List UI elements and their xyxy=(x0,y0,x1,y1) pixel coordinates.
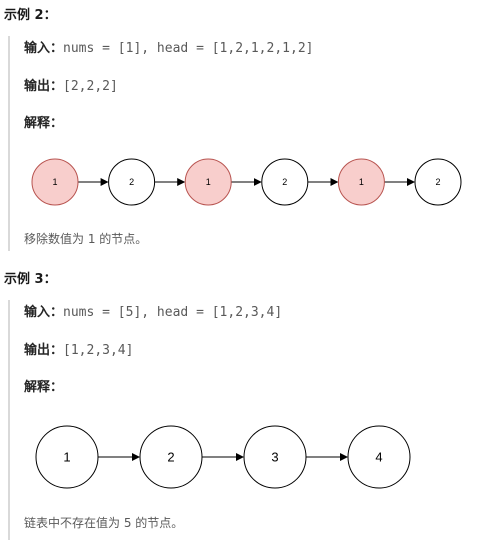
list-node xyxy=(35,425,99,489)
list-node xyxy=(261,158,309,206)
removed-node xyxy=(31,158,79,206)
example-2-explain-label: 解释： xyxy=(24,116,64,131)
output-value: [2,2,2] xyxy=(63,79,118,94)
example-3-title: 示例 3： xyxy=(4,272,57,287)
node-value: 1 xyxy=(359,177,364,187)
node-value: 1 xyxy=(63,450,70,465)
example-2-block: 输入：nums = [1], head = [1,2,1,2,1,2] 输出：[… xyxy=(8,36,483,251)
node-value: 4 xyxy=(375,450,382,465)
example-3-block: 输入：nums = [5], head = [1,2,3,4] 输出：[1,2,… xyxy=(8,300,483,540)
list-node xyxy=(243,425,307,489)
list-node xyxy=(108,158,156,206)
list-node xyxy=(347,425,411,489)
example-2-note: 移除数值为 1 的节点。 xyxy=(24,232,148,246)
example-3-output: 输出：[1,2,3,4] xyxy=(24,342,133,360)
node-value: 2 xyxy=(167,450,174,465)
node-value: 1 xyxy=(206,177,211,187)
list-node xyxy=(139,425,203,489)
input-value: nums = [1], head = [1,2,1,2,1,2] xyxy=(63,41,314,56)
example-2-output: 输出：[2,2,2] xyxy=(24,78,118,96)
output-value: [1,2,3,4] xyxy=(63,343,134,358)
example-2-input: 输入：nums = [1], head = [1,2,1,2,1,2] xyxy=(24,40,313,58)
output-label: 输出： xyxy=(24,343,64,358)
input-label: 输入： xyxy=(24,305,64,320)
input-label: 输入： xyxy=(24,41,64,56)
removed-node xyxy=(337,158,385,206)
input-value: nums = [5], head = [1,2,3,4] xyxy=(63,305,283,320)
example-3-explain-label: 解释： xyxy=(24,380,64,395)
removed-node xyxy=(184,158,232,206)
node-value: 1 xyxy=(52,177,57,187)
node-value: 2 xyxy=(282,177,287,187)
example-3-input: 输入：nums = [5], head = [1,2,3,4] xyxy=(24,304,282,322)
example-3-note: 链表中不存在值为 5 的节点。 xyxy=(24,516,184,530)
output-label: 输出： xyxy=(24,79,64,94)
list-node xyxy=(414,158,462,206)
node-value: 2 xyxy=(435,177,440,187)
node-value: 3 xyxy=(271,450,278,465)
example-2-title: 示例 2： xyxy=(4,8,57,23)
node-value: 2 xyxy=(129,177,134,187)
